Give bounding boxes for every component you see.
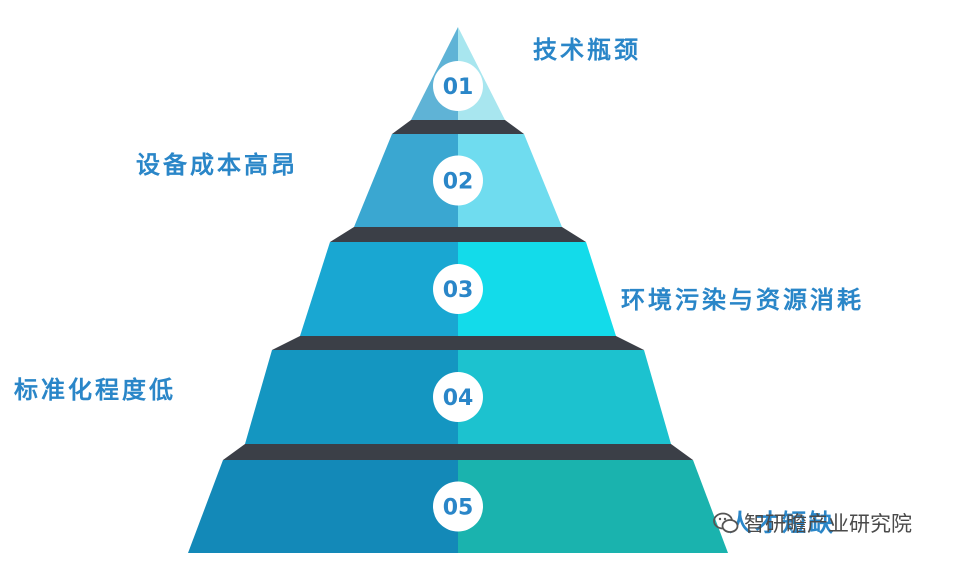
level-number: 02	[443, 170, 474, 195]
level-number-badge	[433, 372, 483, 422]
level-number-badge	[433, 155, 483, 206]
tier-separator	[272, 336, 644, 350]
tier-left-face	[354, 134, 458, 227]
level-number: 01	[443, 75, 474, 100]
level-1-label: 技术瓶颈	[533, 36, 641, 64]
level-3-label: 环境污染与资源消耗	[621, 286, 864, 314]
watermark: 智研瞻产业研究院	[712, 508, 912, 538]
pyramid-tier-3: 03	[300, 242, 616, 336]
level-number-badge	[433, 61, 483, 111]
tier-right-face	[458, 350, 671, 444]
level-2-label: 设备成本高昂	[136, 151, 298, 179]
level-number: 04	[443, 386, 474, 411]
pyramid-tiers: 01 02 03 04 05	[188, 27, 728, 553]
tier-separator	[223, 444, 693, 460]
level-number-badge	[433, 264, 483, 314]
level-4-label: 标准化程度低	[14, 376, 176, 404]
level-5-label: 人才短缺	[728, 509, 836, 537]
tier-left-face	[188, 460, 458, 553]
watermark-text: 智研瞻产业研究院	[744, 512, 912, 536]
tier-right-face	[458, 242, 616, 336]
pyramid-tier-1: 01	[411, 27, 505, 120]
tier-separator	[330, 227, 586, 242]
wechat-icon	[713, 512, 739, 533]
tier-right-face	[458, 134, 562, 227]
level-number: 03	[443, 278, 474, 303]
level-number: 05	[443, 496, 474, 521]
pyramid-tier-2: 02	[354, 134, 562, 227]
pyramid-tier-5: 05	[188, 460, 728, 553]
tier-left-face	[245, 350, 458, 444]
tier-left-face	[300, 242, 458, 336]
level-number-badge	[433, 481, 483, 532]
tier-separator	[392, 120, 524, 134]
pyramid-tier-4: 04	[245, 350, 671, 444]
tier-right-face	[458, 460, 728, 553]
